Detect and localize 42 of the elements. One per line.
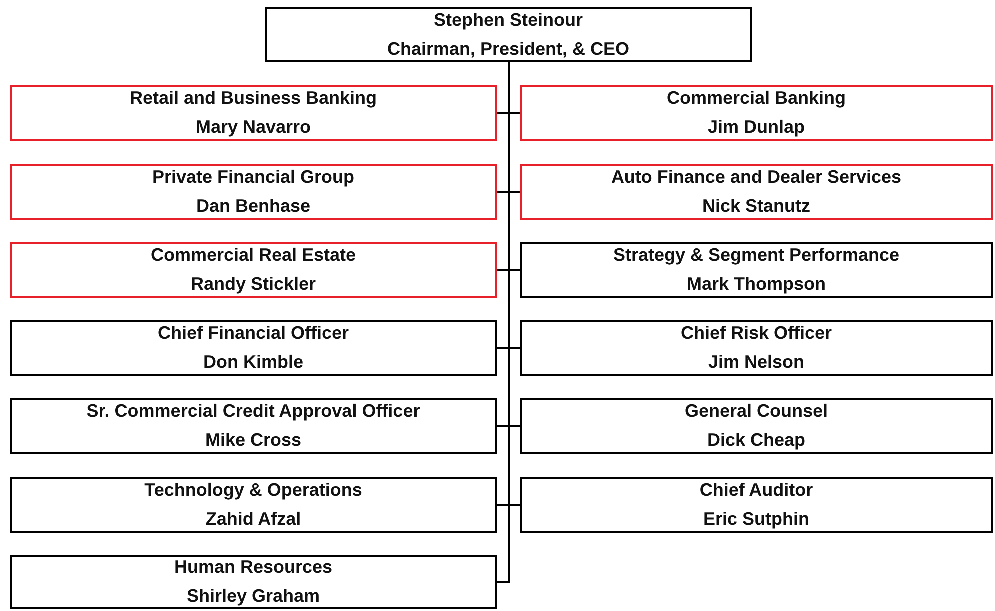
person-name: Don Kimble <box>203 351 304 374</box>
person-name: Dick Cheap <box>707 429 806 452</box>
org-chart-box <box>520 242 993 298</box>
person-name: Shirley Graham <box>186 585 320 608</box>
person-name: Mary Navarro <box>196 116 312 139</box>
position-title: Commercial Banking <box>666 87 846 110</box>
position-title: Chief Risk Officer <box>680 322 832 345</box>
person-name: Randy Stickler <box>190 273 316 296</box>
org-chart-box <box>520 398 993 454</box>
person-name: Jim Nelson <box>708 351 805 374</box>
person-name: Mark Thompson <box>686 273 826 296</box>
position-title: Technology & Operations <box>144 479 362 502</box>
person-name: Dan Benhase <box>196 195 311 218</box>
position-title: Chief Financial Officer <box>158 322 350 345</box>
org-chart-box <box>10 398 497 454</box>
position-title: Retail and Business Banking <box>130 87 378 110</box>
position-title: Chief Auditor <box>700 479 814 502</box>
position-title: Private Financial Group <box>152 166 355 189</box>
person-name: Jim Dunlap <box>708 116 805 139</box>
org-chart-box <box>10 477 497 533</box>
org-chart-box <box>520 85 993 141</box>
position-title: Auto Finance and Dealer Services <box>611 166 902 189</box>
person-name: Mike Cross <box>205 429 302 452</box>
org-chart-box <box>520 164 993 220</box>
person-name: Zahid Afzal <box>206 508 302 531</box>
org-chart-box <box>10 164 497 220</box>
person-name: Nick Stanutz <box>702 195 811 218</box>
org-chart-box <box>10 85 497 141</box>
org-chart-box <box>520 320 993 376</box>
org-chart-box <box>10 320 497 376</box>
position-title: Commercial Real Estate <box>150 244 356 267</box>
position-title: Strategy & Segment Performance <box>613 244 900 267</box>
org-chart-box <box>10 555 497 609</box>
person-name: Chairman, President, & CEO <box>387 38 630 60</box>
position-title: Stephen Steinour <box>434 8 583 32</box>
position-title: Sr. Commercial Credit Approval Officer <box>86 400 420 423</box>
position-title: General Counsel <box>684 400 828 423</box>
org-chart-box <box>520 477 993 533</box>
org-chart-box <box>10 242 497 298</box>
position-title: Human Resources <box>174 556 333 579</box>
org-chart-box <box>265 7 752 62</box>
person-name: Eric Sutphin <box>703 508 810 531</box>
